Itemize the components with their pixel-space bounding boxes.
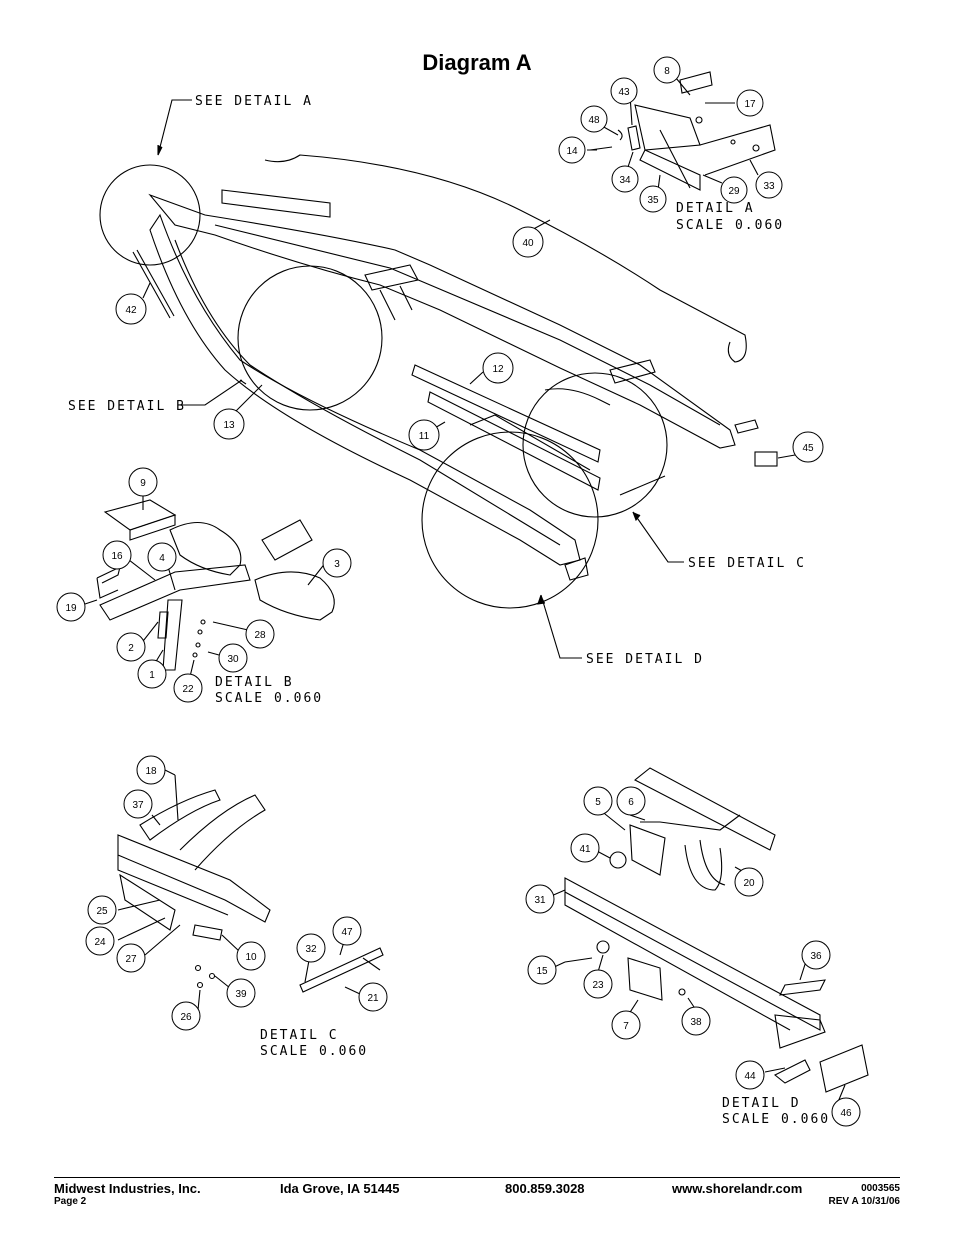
page-title: Diagram A <box>422 50 532 75</box>
detail-b-pad <box>103 499 177 531</box>
detail-b-scale: SCALE 0.060 <box>215 691 323 706</box>
part-13: 13 <box>223 420 235 431</box>
footer-revision: REV A 10/31/06 <box>828 1196 900 1207</box>
part-43: 43 <box>618 87 630 98</box>
part-1: 1 <box>149 670 155 681</box>
detail-d-title: DETAIL D <box>722 1096 801 1111</box>
part-16: 16 <box>111 551 123 562</box>
frame-rail-inner <box>149 213 581 566</box>
part-25: 25 <box>96 906 108 917</box>
detail-d-frame <box>633 767 776 851</box>
part-40: 40 <box>522 238 534 249</box>
see-detail-a-label: SEE DETAIL A <box>195 94 313 109</box>
footer-doc-number: 0003565 <box>861 1183 900 1194</box>
part-11: 11 <box>419 431 430 442</box>
detail-d-scale: SCALE 0.060 <box>722 1112 830 1127</box>
part-48: 48 <box>588 115 600 126</box>
part-14: 14 <box>566 146 578 157</box>
see-detail-d-label: SEE DETAIL D <box>586 652 704 667</box>
detail-a-bracket <box>634 104 701 151</box>
part-22: 22 <box>182 684 194 695</box>
detail-b-rollers-upper <box>169 521 242 576</box>
detail-b-title: DETAIL B <box>215 675 294 690</box>
part-46: 46 <box>840 1108 852 1119</box>
cross-member <box>411 364 601 463</box>
part-17: 17 <box>744 99 756 110</box>
footer-page: Page 2 <box>54 1196 87 1207</box>
part-29: 29 <box>728 186 740 197</box>
detail-d-axle <box>564 877 821 1031</box>
part-12: 12 <box>492 364 504 375</box>
part-15: 15 <box>536 966 548 977</box>
detail-c-title: DETAIL C <box>260 1028 339 1043</box>
part-27: 27 <box>125 954 137 965</box>
part-44: 44 <box>744 1071 756 1082</box>
part-20: 20 <box>743 878 755 889</box>
footer-company: Midwest Industries, Inc. <box>54 1181 201 1196</box>
part-9: 9 <box>140 478 146 489</box>
part-3: 3 <box>334 559 340 570</box>
bunk-board <box>221 189 331 218</box>
footer-website[interactable]: www.shorelandr.com <box>672 1181 803 1196</box>
part-28: 28 <box>254 630 266 641</box>
page-footer: Midwest Industries, Inc. Ida Grove, IA 5… <box>54 1177 900 1208</box>
part-31: 31 <box>534 895 546 906</box>
part-37: 37 <box>132 800 144 811</box>
detail-b-circle <box>237 265 383 411</box>
part-19: 19 <box>65 603 77 614</box>
part-18: 18 <box>145 766 157 777</box>
part-4: 4 <box>159 553 165 564</box>
part-8: 8 <box>664 66 670 77</box>
detail-d-circle <box>421 431 599 609</box>
part-24: 24 <box>94 937 106 948</box>
part-35: 35 <box>647 195 659 206</box>
part-7: 7 <box>623 1021 629 1032</box>
part-39: 39 <box>235 989 247 1000</box>
detail-b-rollers-lower <box>254 571 335 621</box>
footer-location: Ida Grove, IA 51445 <box>280 1181 400 1196</box>
part-45: 45 <box>802 443 814 454</box>
part-33: 33 <box>763 181 775 192</box>
detail-c-scale: SCALE 0.060 <box>260 1044 368 1059</box>
part-32: 32 <box>305 944 317 955</box>
part-2: 2 <box>128 643 134 654</box>
part-5: 5 <box>595 797 601 808</box>
detail-c-crossmember <box>117 834 271 923</box>
see-detail-c-label: SEE DETAIL C <box>688 556 806 571</box>
part-21: 21 <box>367 993 379 1004</box>
detail-a-title: DETAIL A <box>676 201 755 216</box>
part-34: 34 <box>619 175 631 186</box>
part-41: 41 <box>579 844 591 855</box>
part-38: 38 <box>690 1017 702 1028</box>
detail-c-bunk <box>139 789 221 841</box>
detail-c-circle <box>522 372 668 518</box>
frame-rail-outer <box>148 193 736 449</box>
part-10: 10 <box>245 952 257 963</box>
part-36: 36 <box>810 951 822 962</box>
part-42: 42 <box>125 305 137 316</box>
detail-a-circle <box>99 164 201 266</box>
part-6: 6 <box>628 797 634 808</box>
footer-phone: 800.859.3028 <box>505 1181 585 1196</box>
part-23: 23 <box>592 980 604 991</box>
part-26: 26 <box>180 1012 192 1023</box>
part-30: 30 <box>227 654 239 665</box>
detail-a-scale: SCALE 0.060 <box>676 218 784 233</box>
part-47: 47 <box>341 927 353 938</box>
see-detail-b-label: SEE DETAIL B <box>68 399 186 414</box>
bunk-rod <box>264 154 747 363</box>
